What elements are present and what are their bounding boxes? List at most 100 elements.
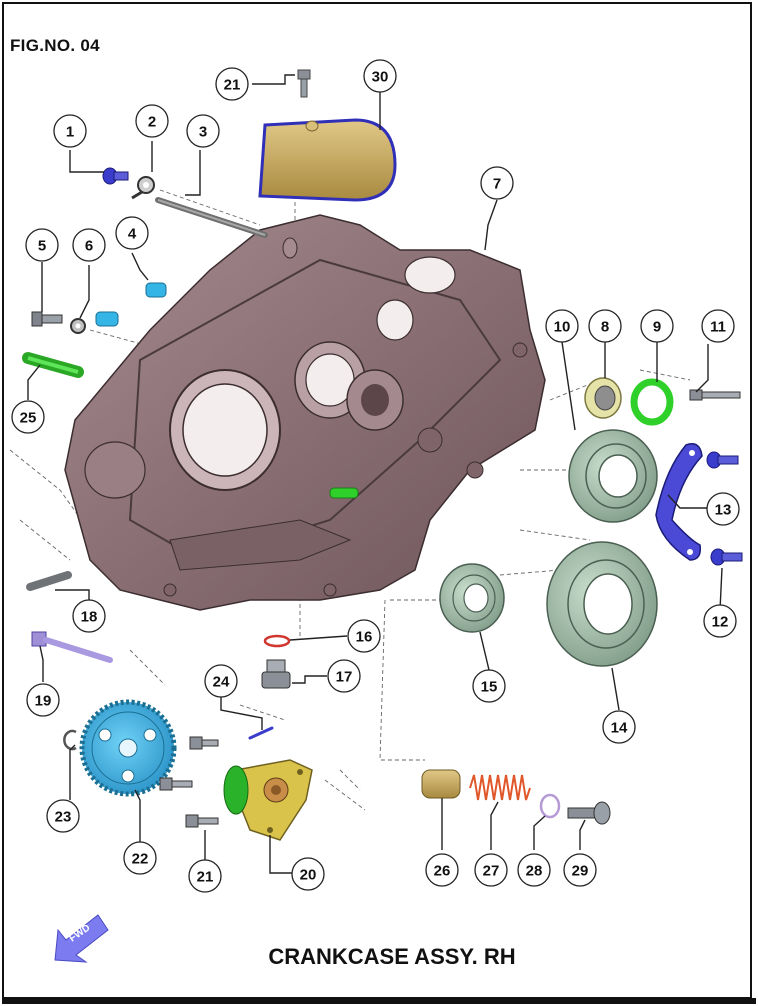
bolt-icon [159, 736, 219, 828]
callout-29: 29 [563, 853, 597, 887]
callout-circle [347, 619, 381, 653]
crankcase-icon [64, 214, 546, 611]
callout-number: 9 [653, 319, 661, 336]
callout-number: 21 [197, 869, 214, 886]
callout-number: 29 [572, 863, 589, 880]
callout-number: 30 [372, 69, 389, 86]
callout-number: 25 [20, 410, 37, 427]
bracket-icon [131, 176, 155, 200]
pin-icon [248, 726, 274, 740]
callout-2: 2 [135, 104, 169, 138]
bolt-icon [31, 311, 63, 327]
callout-27: 27 [474, 853, 508, 887]
callout-circle [72, 228, 106, 262]
callout-circle [706, 492, 740, 526]
callout-1: 1 [53, 114, 87, 148]
oil-pump-icon [223, 759, 313, 841]
callout-number: 2 [148, 114, 156, 131]
callout-3: 3 [186, 114, 220, 148]
bolt-icon [567, 801, 611, 825]
callout-circle [53, 114, 87, 148]
callout-number: 17 [336, 669, 353, 686]
needle-bearing-icon [584, 377, 622, 419]
callout-circle [425, 853, 459, 887]
callout-13: 13 [706, 492, 740, 526]
callout-20: 20 [291, 857, 325, 891]
callout-number: 20 [300, 867, 317, 884]
callout-circle [291, 857, 325, 891]
callout-number: 27 [483, 863, 500, 880]
callout-number: 11 [710, 319, 726, 336]
callout-10: 10 [545, 309, 579, 343]
callout-number: 10 [554, 319, 571, 336]
callout-circle [204, 664, 238, 698]
callout-circle [115, 216, 149, 250]
callout-25: 25 [11, 400, 45, 434]
gear-icon [79, 699, 177, 797]
callout-circle [602, 710, 636, 744]
leader-lines [27, 74, 723, 874]
shaft-icon [155, 197, 268, 238]
callout-number: 21 [224, 77, 241, 94]
callout-number: 1 [66, 124, 74, 141]
callout-number: 4 [128, 226, 137, 243]
callout-5: 5 [25, 228, 59, 262]
callout-number: 16 [356, 629, 373, 646]
callout-number: 19 [35, 693, 52, 710]
callout-number: 14 [611, 720, 628, 737]
title-text: CRANKCASE ASSY. RH [268, 944, 516, 969]
figure-number: FIG.NO. 04 [10, 36, 100, 55]
callout-12: 12 [703, 604, 737, 638]
callout-circle [480, 166, 514, 200]
callout-circle [474, 853, 508, 887]
callout-23: 23 [46, 799, 80, 833]
bearing-icon [568, 429, 658, 523]
callout-19: 19 [26, 683, 60, 717]
callout-4: 4 [115, 216, 149, 250]
cover-icon [258, 118, 397, 202]
callout-16: 16 [347, 619, 381, 653]
piston-icon [421, 769, 461, 799]
callout-15: 15 [472, 669, 506, 703]
callout-9: 9 [640, 309, 674, 343]
dowel-icon [22, 352, 84, 378]
callout-6: 6 [72, 228, 106, 262]
circlip-icon [63, 729, 77, 751]
callout-number: 7 [493, 176, 501, 193]
callout-circle [188, 859, 222, 893]
long-bolt-icon [31, 631, 113, 663]
callout-11: 11 [701, 309, 735, 343]
spring-icon [469, 774, 531, 801]
callout-number: 8 [601, 319, 609, 336]
callout-number: 12 [712, 614, 729, 631]
plug-icon [261, 659, 291, 689]
callout-21: 21 [215, 67, 249, 101]
callout-7: 7 [480, 166, 514, 200]
callout-24: 24 [204, 664, 238, 698]
callout-21: 21 [188, 859, 222, 893]
callout-number: 22 [132, 851, 149, 868]
callout-number: 3 [199, 124, 207, 141]
callout-28: 28 [517, 853, 551, 887]
callout-circle [545, 309, 579, 343]
callout-circle [703, 604, 737, 638]
callout-number: 15 [481, 679, 498, 696]
pin-icon [689, 389, 741, 401]
callout-8: 8 [588, 309, 622, 343]
callout-circle [327, 659, 361, 693]
callout-22: 22 [123, 841, 157, 875]
washer-icon [70, 311, 119, 334]
callout-circle [25, 228, 59, 262]
callout-14: 14 [602, 710, 636, 744]
pin-icon [26, 571, 72, 591]
callout-circle [563, 853, 597, 887]
callout-circle [215, 67, 249, 101]
callout-number: 6 [85, 238, 93, 255]
callout-number: 5 [38, 238, 46, 255]
callout-circle [186, 114, 220, 148]
callout-circle [363, 59, 397, 93]
bearing-icon [546, 541, 658, 667]
callout-circle [517, 853, 551, 887]
callout-18: 18 [72, 599, 106, 633]
